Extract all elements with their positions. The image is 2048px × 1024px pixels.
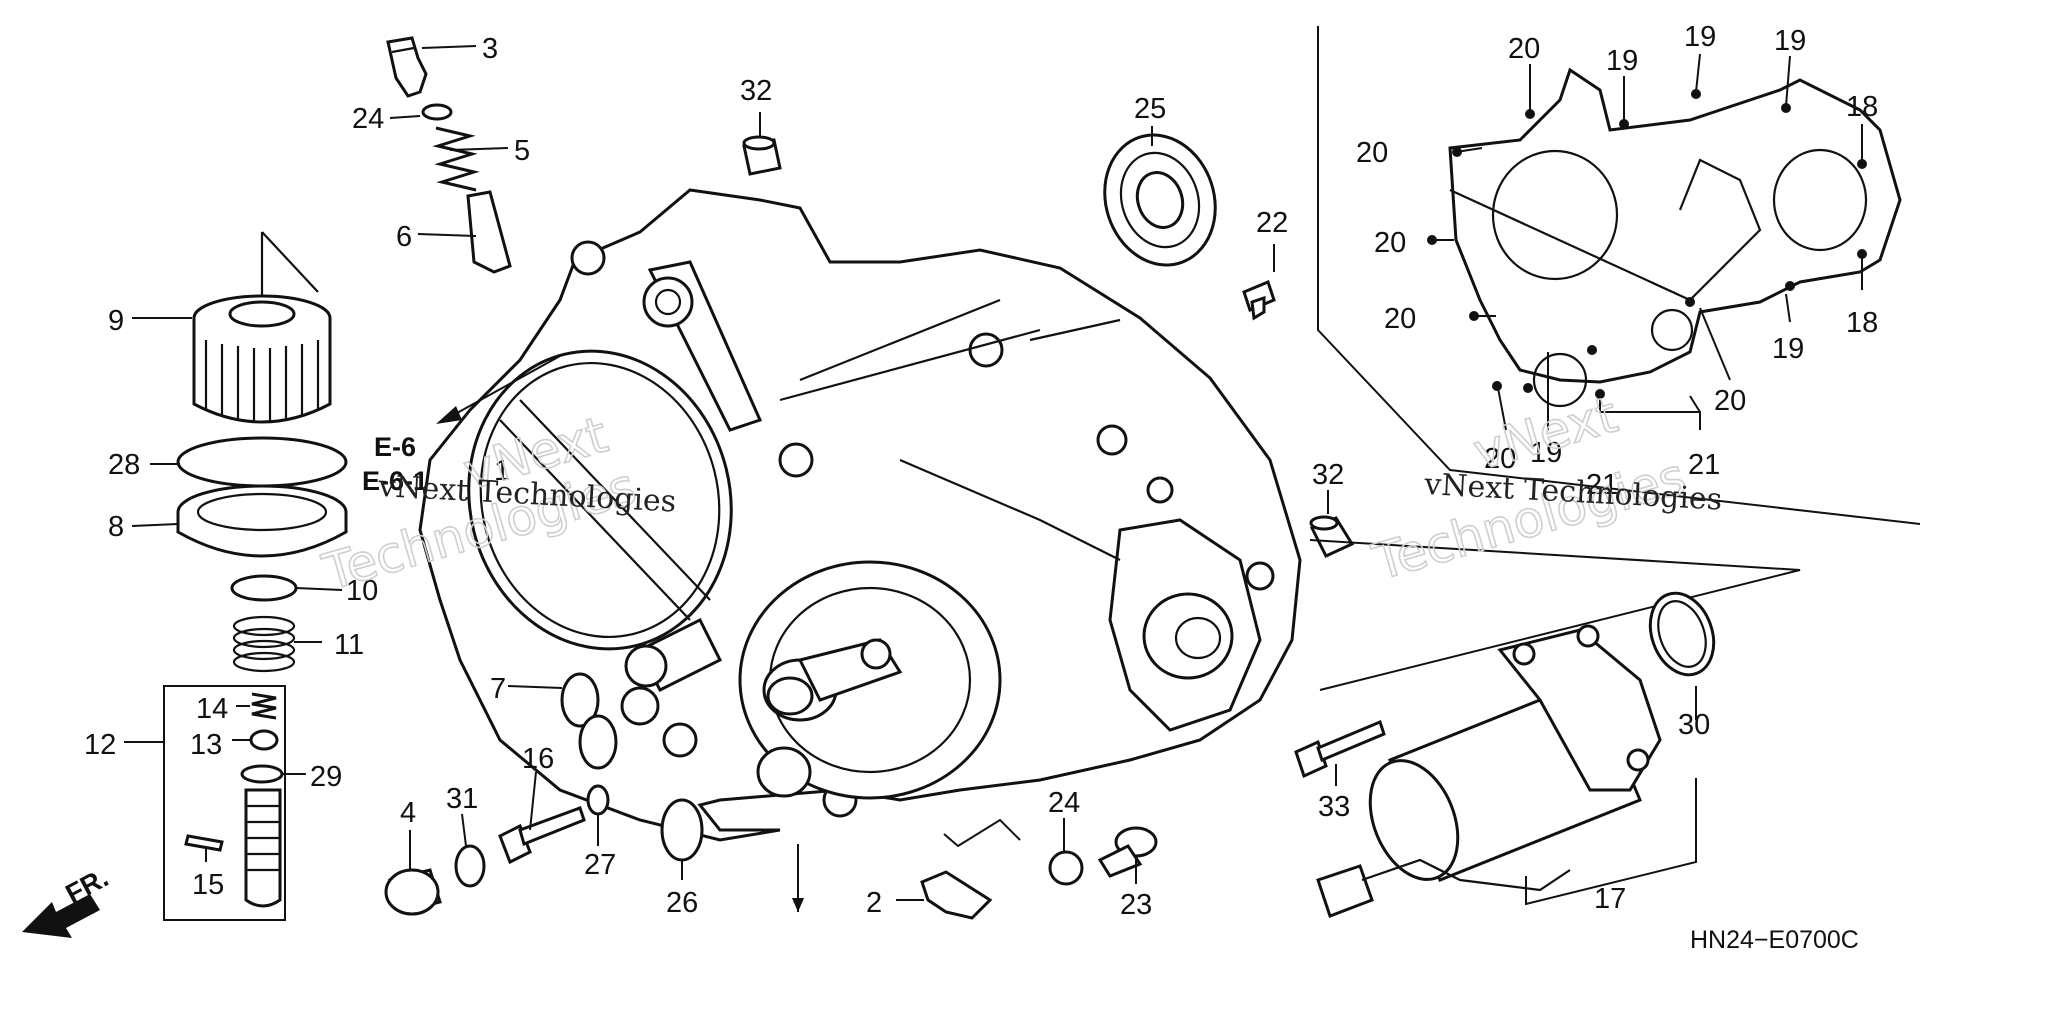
relief-valve-body (244, 788, 282, 908)
ref-arrow (436, 355, 561, 424)
callout-9: 9 (108, 305, 124, 337)
clip-2 (920, 870, 993, 920)
callout-24b: 24 (1048, 787, 1080, 819)
dowel-pin-32a-top (742, 135, 776, 151)
dowel-pin-32b-top (1309, 515, 1339, 531)
callout-32b: 32 (1312, 459, 1344, 491)
callout-12: 12 (84, 729, 116, 761)
callout-25: 25 (1134, 93, 1166, 125)
drain-bolt (384, 868, 442, 916)
callout-7: 7 (490, 673, 506, 705)
bolt-33 (1294, 719, 1386, 779)
gasket-7 (560, 672, 618, 770)
callout-19a: 19 (1606, 45, 1638, 77)
washer-10 (230, 574, 298, 602)
callout-20d: 20 (1384, 303, 1416, 335)
callout-18a: 18 (1846, 91, 1878, 123)
callout-20f: 20 (1484, 443, 1516, 475)
callout-11: 11 (334, 629, 364, 661)
callout-23: 23 (1120, 889, 1152, 921)
starter-motor (1316, 624, 1662, 918)
callout-24a: 24 (352, 103, 384, 135)
callout-21a: 21 (1586, 469, 1618, 501)
callout-19b: 19 (1684, 21, 1716, 53)
diagram-code: HN24−E0700C (1690, 926, 1859, 954)
callout-17: 17 (1594, 883, 1626, 915)
ref-e6-1: E-6-1 (362, 466, 428, 496)
o-ring-30 (1648, 591, 1716, 677)
leader-lines (124, 45, 1863, 912)
filter-cover (176, 484, 348, 558)
relief-spring (432, 126, 480, 192)
watermark-right: vNext Technologies vNext Technologies (1366, 385, 1723, 593)
callout-2: 2 (866, 887, 882, 919)
clip-leader-2 (943, 818, 1021, 848)
washer-31 (454, 844, 486, 888)
bolt-23 (1097, 826, 1158, 878)
sealing-washer-24 (421, 103, 453, 121)
bracket-17 (1525, 778, 1697, 906)
callout-14: 14 (196, 693, 228, 725)
washer-27 (586, 784, 610, 816)
front-direction-arrow (22, 894, 100, 938)
callout-26: 26 (666, 887, 698, 919)
pin-15 (184, 834, 224, 852)
callout-6: 6 (396, 221, 412, 253)
o-ring-28 (176, 436, 348, 488)
callout-28: 28 (108, 449, 140, 481)
callout-15: 15 (192, 869, 224, 901)
gasket-plate (1427, 67, 1902, 408)
bolt-16 (498, 806, 586, 865)
callout-31: 31 (446, 783, 478, 815)
washer-29 (240, 764, 284, 784)
callout-19c: 19 (1774, 25, 1806, 57)
callout-20b: 20 (1356, 137, 1388, 169)
filter-spring (232, 615, 296, 673)
callouts: 1 3 24 5 6 9 28 8 10 11 12 14 13 29 15 4… (84, 21, 1878, 921)
callout-30: 30 (1678, 709, 1710, 741)
callout-27: 27 (584, 849, 616, 881)
callout-20e: 20 (1714, 385, 1746, 417)
motor-frame (1309, 539, 1801, 691)
callout-19e: 19 (1530, 437, 1562, 469)
callout-13: 13 (190, 729, 222, 761)
callout-21b: 21 (1688, 449, 1720, 481)
oil-filter (192, 231, 332, 424)
callout-32a: 32 (740, 75, 772, 107)
relief-valve-bolt (386, 36, 428, 98)
callout-16: 16 (522, 743, 554, 775)
spring-14 (251, 692, 277, 720)
callout-8: 8 (108, 511, 124, 543)
relief-piston (466, 190, 512, 274)
gasket-frame (1317, 26, 1921, 525)
crankcase-cover (418, 188, 1302, 842)
callout-33: 33 (1318, 791, 1350, 823)
callout-10: 10 (346, 575, 378, 607)
callout-20a: 20 (1508, 33, 1540, 65)
callout-5: 5 (514, 135, 530, 167)
front-label: FR. (61, 862, 113, 909)
ball-bearing (1103, 133, 1217, 267)
ref-e6: E-6 (374, 432, 416, 462)
collar-13 (249, 729, 279, 751)
relief-valve-assembly-bracket (163, 685, 286, 921)
callout-20c: 20 (1374, 227, 1406, 259)
needle-bearing (660, 798, 704, 862)
callout-1: 1 (494, 455, 510, 487)
callout-4: 4 (400, 797, 416, 829)
bolt-22 (1242, 279, 1276, 321)
washer-24b (1048, 850, 1084, 886)
o-ring-30-inner (1657, 600, 1707, 668)
callout-3: 3 (482, 33, 498, 65)
callout-18b: 18 (1846, 307, 1878, 339)
callout-22: 22 (1256, 207, 1288, 239)
callout-19d: 19 (1772, 333, 1804, 365)
callout-29: 29 (310, 761, 342, 793)
